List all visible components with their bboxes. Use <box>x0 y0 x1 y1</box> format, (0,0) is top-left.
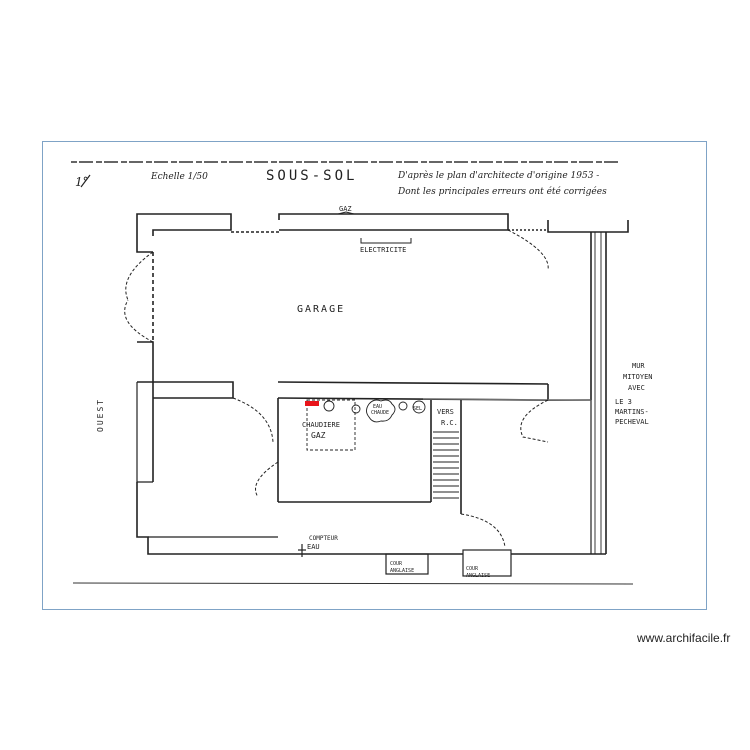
note-line-1: D'après le plan d'architecte d'origine 1… <box>397 170 599 181</box>
cour-anglaise-box-2 <box>462 549 512 577</box>
north-door-swing <box>507 229 549 271</box>
mur-mitoyen-line-3: AVEC <box>628 384 645 392</box>
mur-mitoyen-line-5: MARTINS- <box>615 408 649 416</box>
garage-door-swing <box>232 397 274 443</box>
water-heater-icon <box>366 399 396 423</box>
mur-mitoyen-line-2: MITOYEN <box>623 373 653 381</box>
eau-chaude-label-1: EAU <box>373 404 382 410</box>
door-swings <box>124 229 549 548</box>
north-wall-center <box>278 213 509 231</box>
corner-mark-stroke <box>80 174 91 188</box>
cour-anglaise-1-line-1: COUR <box>390 561 403 567</box>
east-door-swing <box>520 399 549 443</box>
stair-treads <box>433 431 459 499</box>
north-wall-left <box>136 213 232 236</box>
stair-door-swing <box>460 513 506 548</box>
north-wall-right <box>547 220 629 233</box>
electricite-label: ELECTRICITE <box>360 246 406 254</box>
chaudiere-label-1: CHAUDIERE <box>302 421 340 429</box>
site-watermark: www.archifacile.fr <box>637 631 731 645</box>
chaudiere-label-2: GAZ <box>311 431 326 440</box>
electricite-box <box>360 238 412 244</box>
scale-label: Echelle 1/50 <box>150 172 208 182</box>
sel-label: SEL <box>413 406 422 412</box>
divider-wall-top <box>277 381 549 385</box>
eau-chaude-label-2: CHAUDE <box>371 410 389 416</box>
west-wall-top <box>136 236 153 253</box>
divider-wall-left <box>153 381 234 399</box>
cour-anglaise-2-line-1: COUR <box>466 566 479 572</box>
sheet-bottom-line <box>72 582 634 585</box>
salt-tank-icon <box>412 400 426 414</box>
boiler-door-swing <box>255 461 279 498</box>
garage-label: GARAGE <box>297 304 345 315</box>
cour-anglaise-2-line-2: ANGLAISE <box>466 573 490 579</box>
boiler-outline <box>306 399 356 451</box>
ouest-label: OUEST <box>96 398 105 432</box>
mur-mitoyen-line-1: MUR <box>632 362 645 370</box>
divider-thin <box>422 398 592 401</box>
west-wall-lower-outer <box>136 382 153 483</box>
note-line-2: Dont les principales erreurs ont été cor… <box>397 186 607 197</box>
eau-label: EAU <box>307 543 320 551</box>
filter-icon <box>398 401 408 411</box>
corner-mark: 1° <box>75 175 89 189</box>
meter-icon <box>351 404 361 414</box>
south-wall-outer <box>136 482 388 555</box>
west-wall-mid <box>137 341 154 383</box>
vers-label: VERS <box>437 408 454 416</box>
red-marker <box>305 401 319 406</box>
plan-title: SOUS-SOL <box>266 168 357 184</box>
mur-mitoyen-line-6: PECHEVAL <box>615 418 649 426</box>
cour-anglaise-box-1 <box>385 553 429 575</box>
mur-mitoyen-note: MUR MITOYEN AVEC LE 3 MARTINS- PECHEVAL <box>615 362 653 426</box>
divider-wall-right <box>547 384 591 401</box>
cour-anglaise-1-line-2: ANGLAISE <box>390 568 414 574</box>
walls <box>136 213 629 577</box>
floor-plan-drawing: 1° Echelle 1/50 SOUS-SOL D'après le plan… <box>71 161 653 585</box>
compteur-label: COMPTEUR <box>309 535 338 542</box>
gaz-label: GAZ <box>339 205 352 213</box>
mur-mitoyen-line-4: LE 3 <box>615 398 632 406</box>
plan-frame: 1° Echelle 1/50 SOUS-SOL D'après le plan… <box>42 141 707 610</box>
west-door-swing-2 <box>124 299 154 343</box>
west-door-swing-1 <box>125 251 154 301</box>
valve-icon <box>323 400 335 412</box>
rc-label: R.C. <box>441 419 458 427</box>
